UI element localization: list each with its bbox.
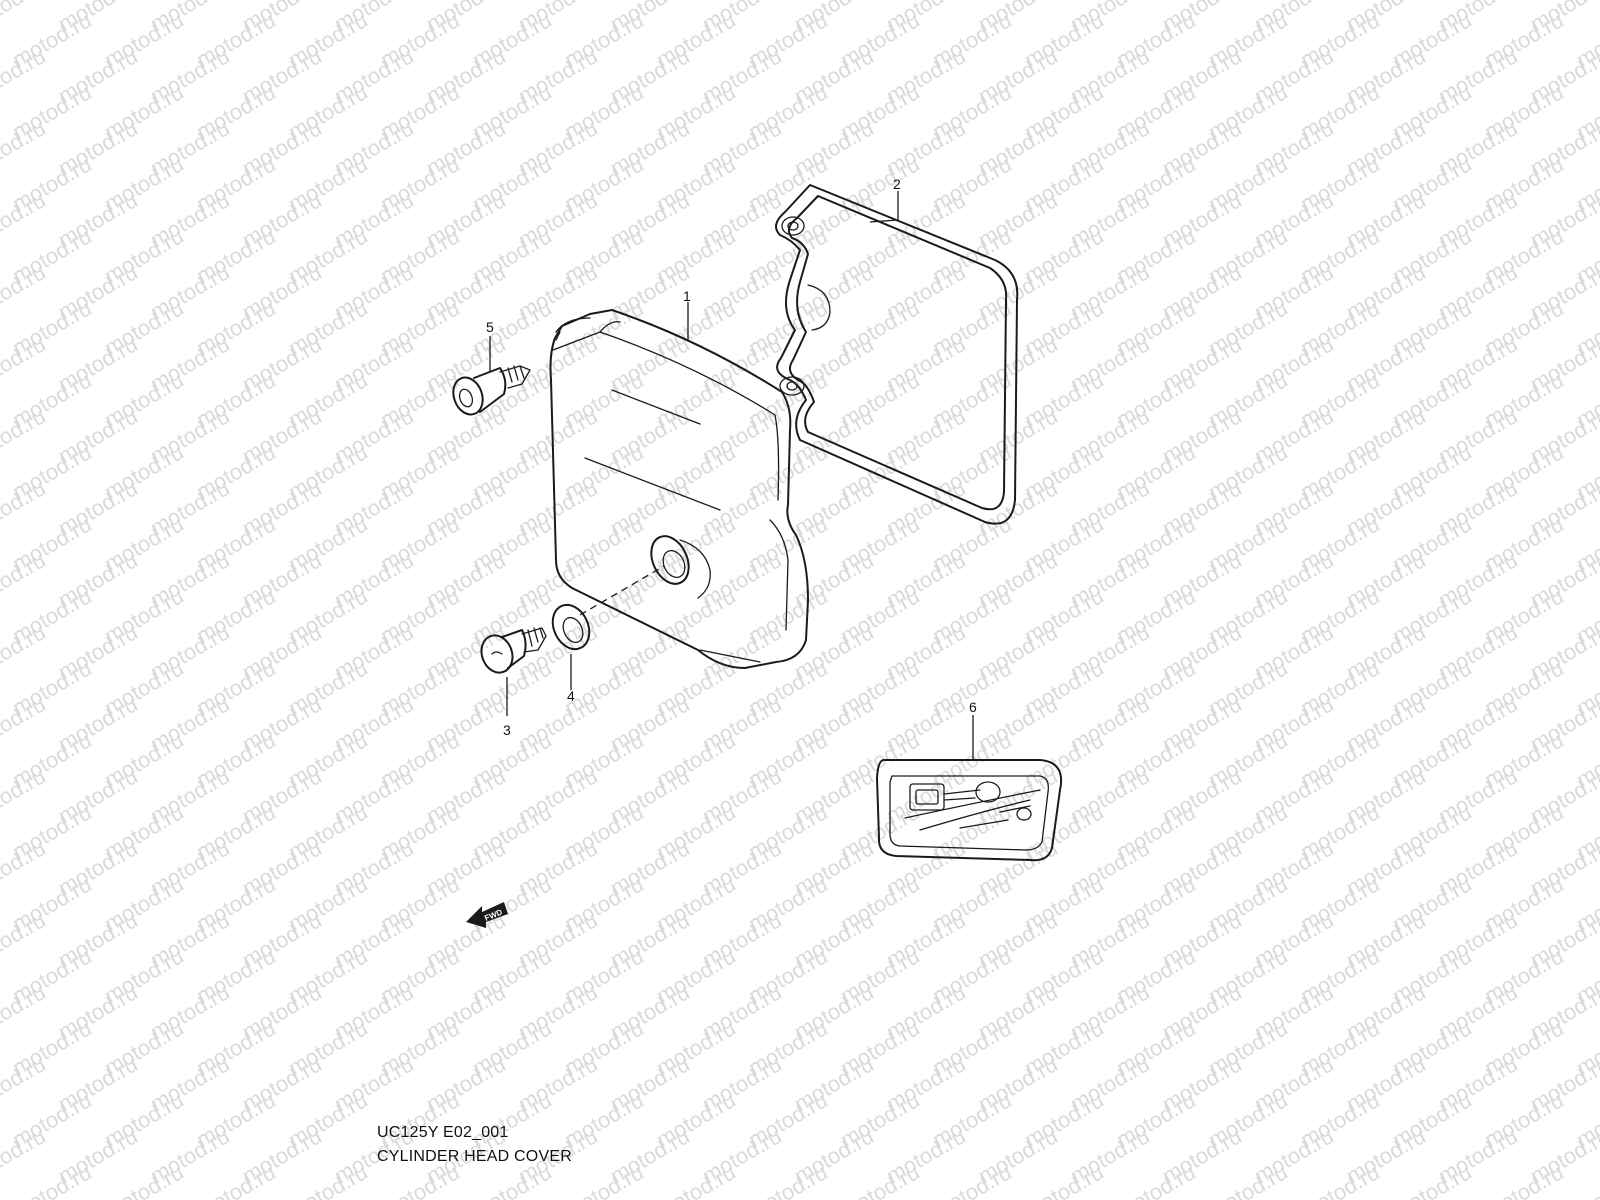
watermark-text: motod.ru <box>1204 1159 1292 1200</box>
gasket-part-2[interactable] <box>775 184 1019 525</box>
callout-5: 5 <box>486 319 494 335</box>
watermark-text: motod.ru <box>744 1159 832 1200</box>
watermark-text: motod.ru <box>0 619 50 684</box>
watermark-text: motod.ru <box>0 835 50 900</box>
watermark-text: motod.ru <box>1112 1159 1200 1200</box>
watermark-text: motod.ru <box>0 1123 50 1188</box>
watermark-text: motod.ru <box>0 979 50 1044</box>
watermark-text: motod.ru <box>0 475 50 540</box>
callouts: 1 2 3 4 5 6 <box>486 176 977 738</box>
watermark-text: motod.ru <box>928 1159 1016 1200</box>
watermark-text: motod.ru <box>1480 1159 1568 1200</box>
watermark-text: motod.ru <box>0 1051 50 1116</box>
watermark-text: motod.ru <box>0 403 50 468</box>
watermark-text: motod.ru <box>8 1159 96 1200</box>
bolt-part-5[interactable] <box>448 365 531 419</box>
watermark-text: motod.ru <box>652 1159 740 1200</box>
callout-3: 3 <box>503 722 511 738</box>
callout-2: 2 <box>893 176 901 192</box>
watermark-text: motod.ru <box>0 115 50 180</box>
watermark-text: motod.ru <box>0 907 50 972</box>
diagram-code: UC125Y E02_001 <box>377 1124 509 1141</box>
diagram-title: CYLINDER HEAD COVER <box>377 1148 572 1165</box>
watermark-text: motod.ru <box>0 691 50 756</box>
watermark-text: motod.ru <box>192 1159 280 1200</box>
watermark-text: motod.ru <box>0 187 50 252</box>
watermark-text: motod.ru <box>1388 1159 1476 1200</box>
watermark-text: motod.ru <box>1296 1159 1384 1200</box>
watermark-text: motod.ru <box>0 547 50 612</box>
watermark-text: motod.ru <box>284 1159 372 1200</box>
watermark-text: motod.ru <box>1020 1159 1108 1200</box>
watermark-text: motod.ru <box>0 43 50 108</box>
watermark-text: motod.ru <box>0 331 50 396</box>
leader-lines <box>489 191 974 760</box>
watermark-text: motod.ru <box>100 1159 188 1200</box>
washer-part-4[interactable] <box>546 599 596 655</box>
head-cover-part-1[interactable] <box>549 309 809 669</box>
watermark-text: motod.ru <box>0 763 50 828</box>
label-part-6[interactable] <box>876 759 1062 862</box>
callout-4: 4 <box>567 688 575 704</box>
bolt-part-3[interactable] <box>476 627 547 677</box>
watermark-text: motod.ru <box>0 259 50 324</box>
callout-1: 1 <box>683 288 691 304</box>
watermark-text: motod.ru <box>560 1159 648 1200</box>
callout-6: 6 <box>969 699 977 715</box>
watermark-text: motod.ru <box>836 1159 924 1200</box>
watermark-text: motod.ru <box>0 1159 4 1200</box>
